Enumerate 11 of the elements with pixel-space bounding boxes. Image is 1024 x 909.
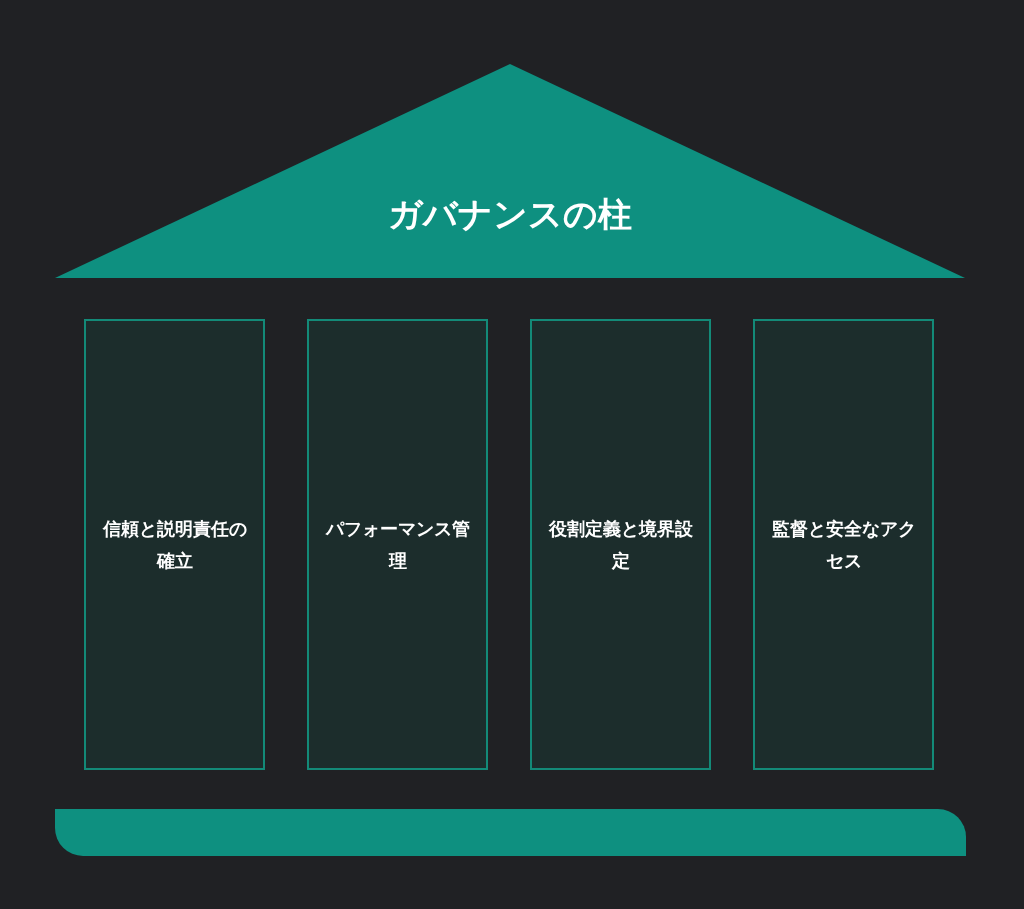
roof-triangle bbox=[55, 64, 965, 278]
pillar-label: 役割定義と境界設定 bbox=[547, 516, 694, 573]
roof-title: ガバナンスの柱 bbox=[388, 193, 632, 236]
pillar-label: 信頼と説明責任の確立 bbox=[101, 516, 248, 573]
pillar-label: 監督と安全なアクセス bbox=[770, 516, 917, 573]
pillar-box bbox=[307, 319, 488, 770]
pillar-box bbox=[753, 319, 934, 770]
pillar-label: パフォーマンス管理 bbox=[324, 516, 471, 573]
pillar-box bbox=[530, 319, 711, 770]
base-bar bbox=[55, 809, 966, 856]
pillar-box bbox=[84, 319, 265, 770]
